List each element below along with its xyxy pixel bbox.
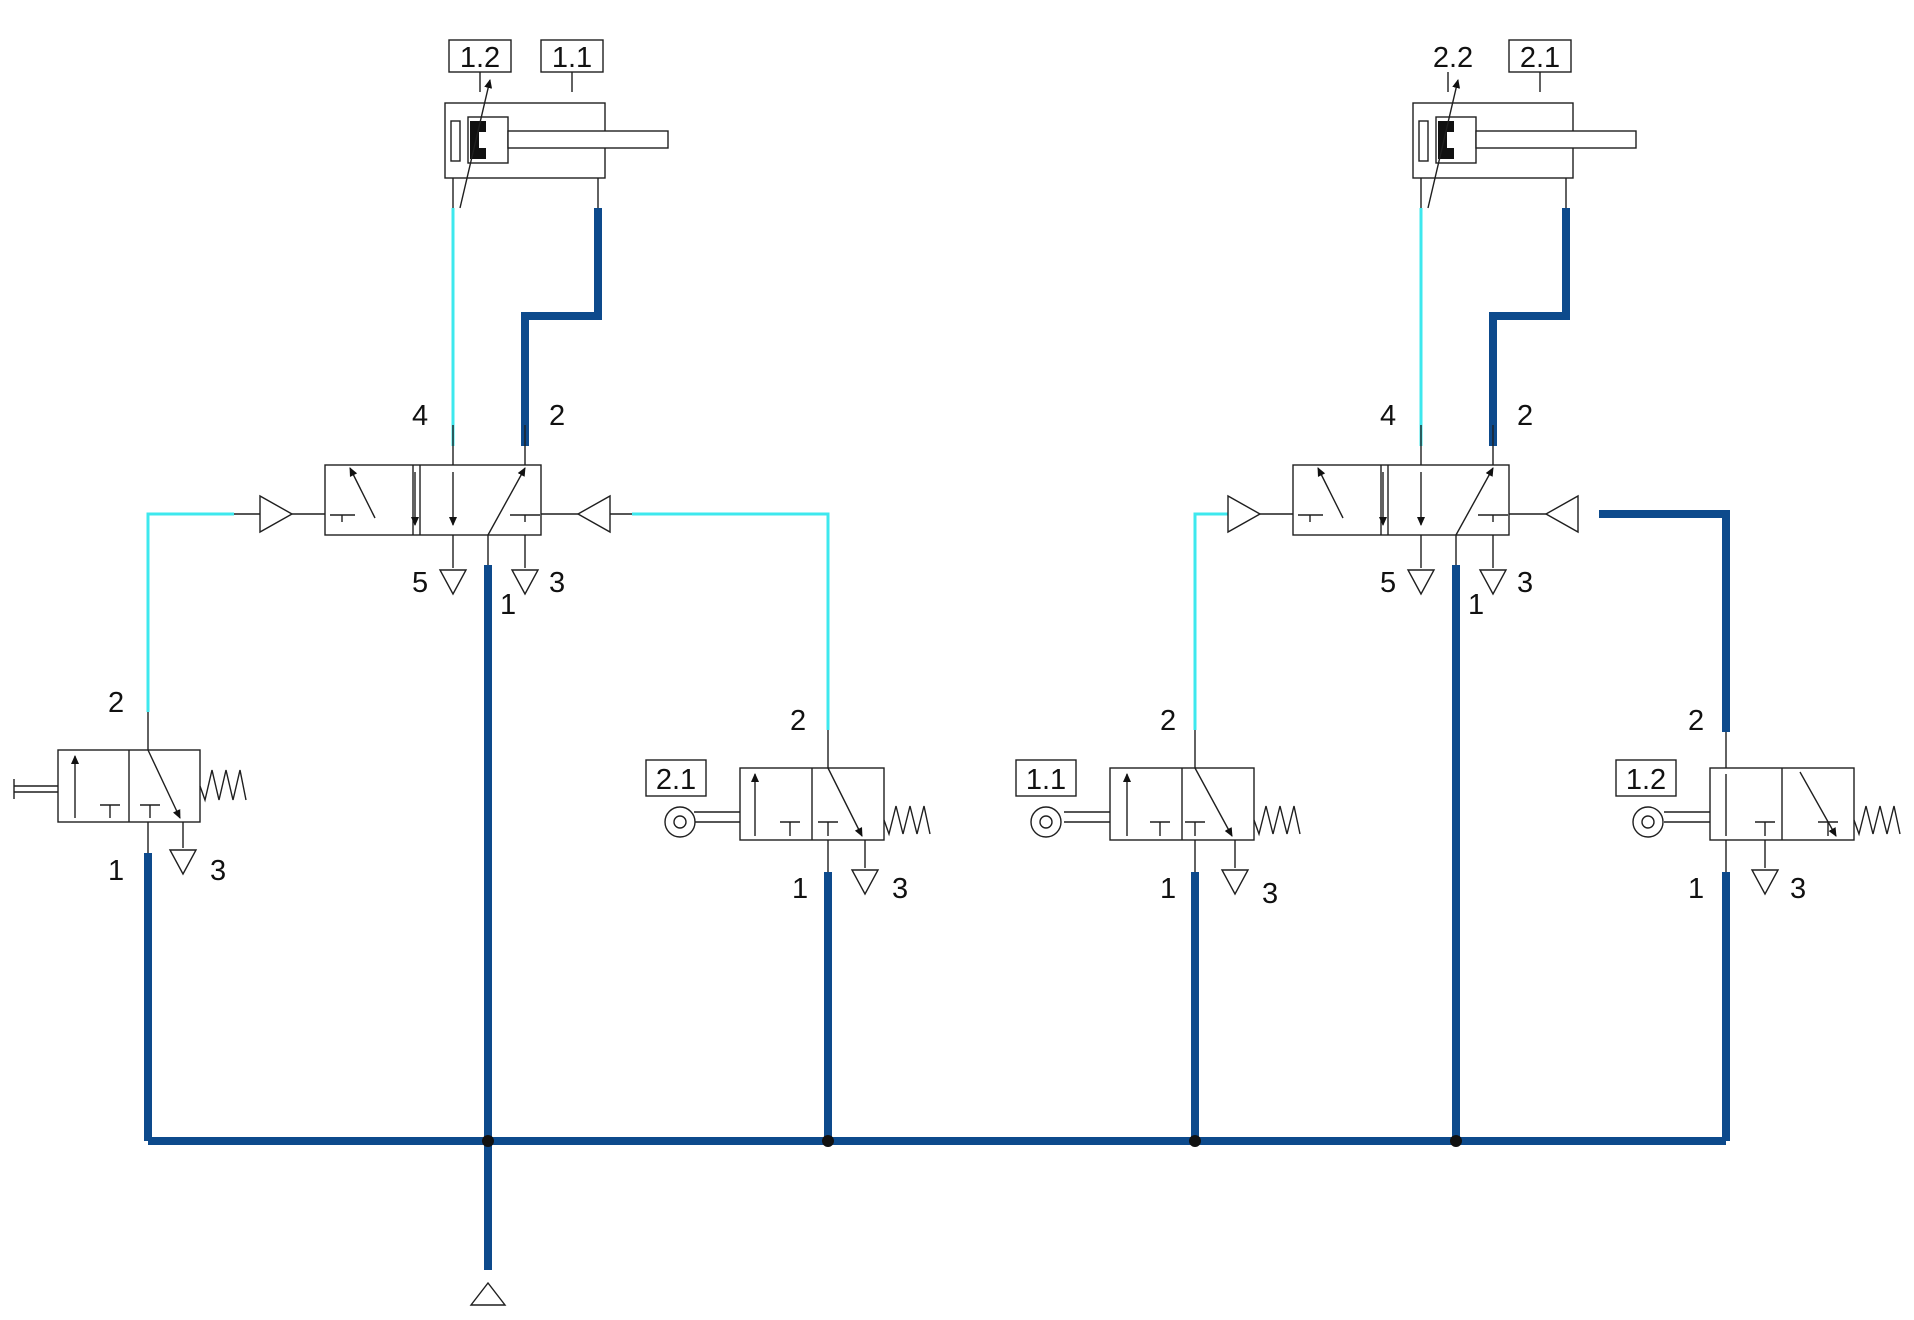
roller-valve-1-2[interactable]: 1.2 2 1 3 bbox=[1615, 705, 1901, 905]
cylinder-2[interactable]: 2.2 2.1 bbox=[1412, 39, 1637, 209]
main-valve-2-port-4: 4 bbox=[1380, 400, 1396, 432]
main-valve-1-port-4: 4 bbox=[412, 400, 428, 432]
valve-1-2-signal-line bbox=[1599, 510, 1730, 732]
cylinder-1[interactable]: 1.2 1.1 bbox=[444, 39, 669, 209]
roller-valve-2-1-port-2: 2 bbox=[790, 705, 806, 737]
main-valve-2-port-2: 2 bbox=[1517, 400, 1533, 432]
main-valve-1-port-3: 3 bbox=[549, 567, 565, 599]
roller-valve-1-1-tag: 1.1 bbox=[1026, 764, 1066, 796]
signal-lines bbox=[146, 208, 1423, 730]
main-valve-2-port-3: 3 bbox=[1517, 567, 1533, 599]
junction-dot bbox=[1189, 1135, 1201, 1147]
pressure-lines bbox=[144, 208, 1730, 1270]
cylinder-1-tag: 1.1 bbox=[552, 42, 592, 74]
roller-valve-2-1-tag: 2.1 bbox=[656, 764, 696, 796]
junction-dots bbox=[482, 1135, 1462, 1147]
roller-valve-2-1-port-3: 3 bbox=[892, 873, 908, 905]
main-valve-1-port-1: 1 bbox=[500, 589, 516, 621]
roller-valve-1-1-port-3: 3 bbox=[1262, 878, 1278, 910]
start-valve-port-2: 2 bbox=[108, 687, 124, 719]
start-valve-port-1: 1 bbox=[108, 855, 124, 887]
valve-2-1-signal-line bbox=[632, 512, 830, 730]
start-signal-line bbox=[146, 512, 234, 712]
main-valve-2[interactable]: 4 2 5 1 3 bbox=[1227, 400, 1579, 621]
roller-valve-2-1-tag-box bbox=[645, 759, 707, 797]
roller-valve-1-1[interactable]: 1.1 2 1 3 bbox=[1015, 705, 1301, 910]
cylinder-1-sensor-tag: 1.2 bbox=[460, 42, 500, 74]
roller-valve-1-1-tag-box bbox=[1015, 759, 1077, 797]
valve-1-1-signal-line bbox=[1193, 512, 1231, 730]
main-valve-1-port-5: 5 bbox=[412, 567, 428, 599]
junction-dot bbox=[1450, 1135, 1462, 1147]
cylinder-2-tag: 2.1 bbox=[1520, 42, 1560, 74]
main-valve-1-port-2: 2 bbox=[549, 400, 565, 432]
main-valve-2-port-1: 1 bbox=[1468, 589, 1484, 621]
cylinder-1-line-2 bbox=[521, 208, 602, 446]
junction-dot bbox=[822, 1135, 834, 1147]
start-valve[interactable]: 2 1 3 bbox=[13, 687, 247, 887]
roller-valve-1-2-tag-box bbox=[1615, 759, 1677, 797]
roller-valve-1-1-port-1: 1 bbox=[1160, 873, 1176, 905]
junction-dot bbox=[482, 1135, 494, 1147]
roller-valve-1-2-port-2: 2 bbox=[1688, 705, 1704, 737]
cylinder-2-sensor-tag: 2.2 bbox=[1433, 42, 1473, 74]
roller-valve-1-2-tag: 1.2 bbox=[1626, 764, 1666, 796]
cylinder-1-tag-box bbox=[540, 39, 604, 73]
roller-valve-1-1-port-2: 2 bbox=[1160, 705, 1176, 737]
roller-valve-2-1[interactable]: 2.1 2 1 3 bbox=[645, 705, 931, 905]
cylinder-2-tag-box bbox=[1508, 39, 1572, 73]
roller-valve-1-2-port-1: 1 bbox=[1688, 873, 1704, 905]
cylinder-2-line-2 bbox=[1489, 208, 1570, 446]
start-valve-port-3: 3 bbox=[210, 855, 226, 887]
pressure-source-icon bbox=[469, 1281, 507, 1306]
roller-valve-1-2-port-3: 3 bbox=[1790, 873, 1806, 905]
main-valve-2-port-5: 5 bbox=[1380, 567, 1396, 599]
main-valve-1[interactable]: 4 2 5 1 3 bbox=[234, 400, 632, 621]
roller-valve-2-1-port-1: 1 bbox=[792, 873, 808, 905]
